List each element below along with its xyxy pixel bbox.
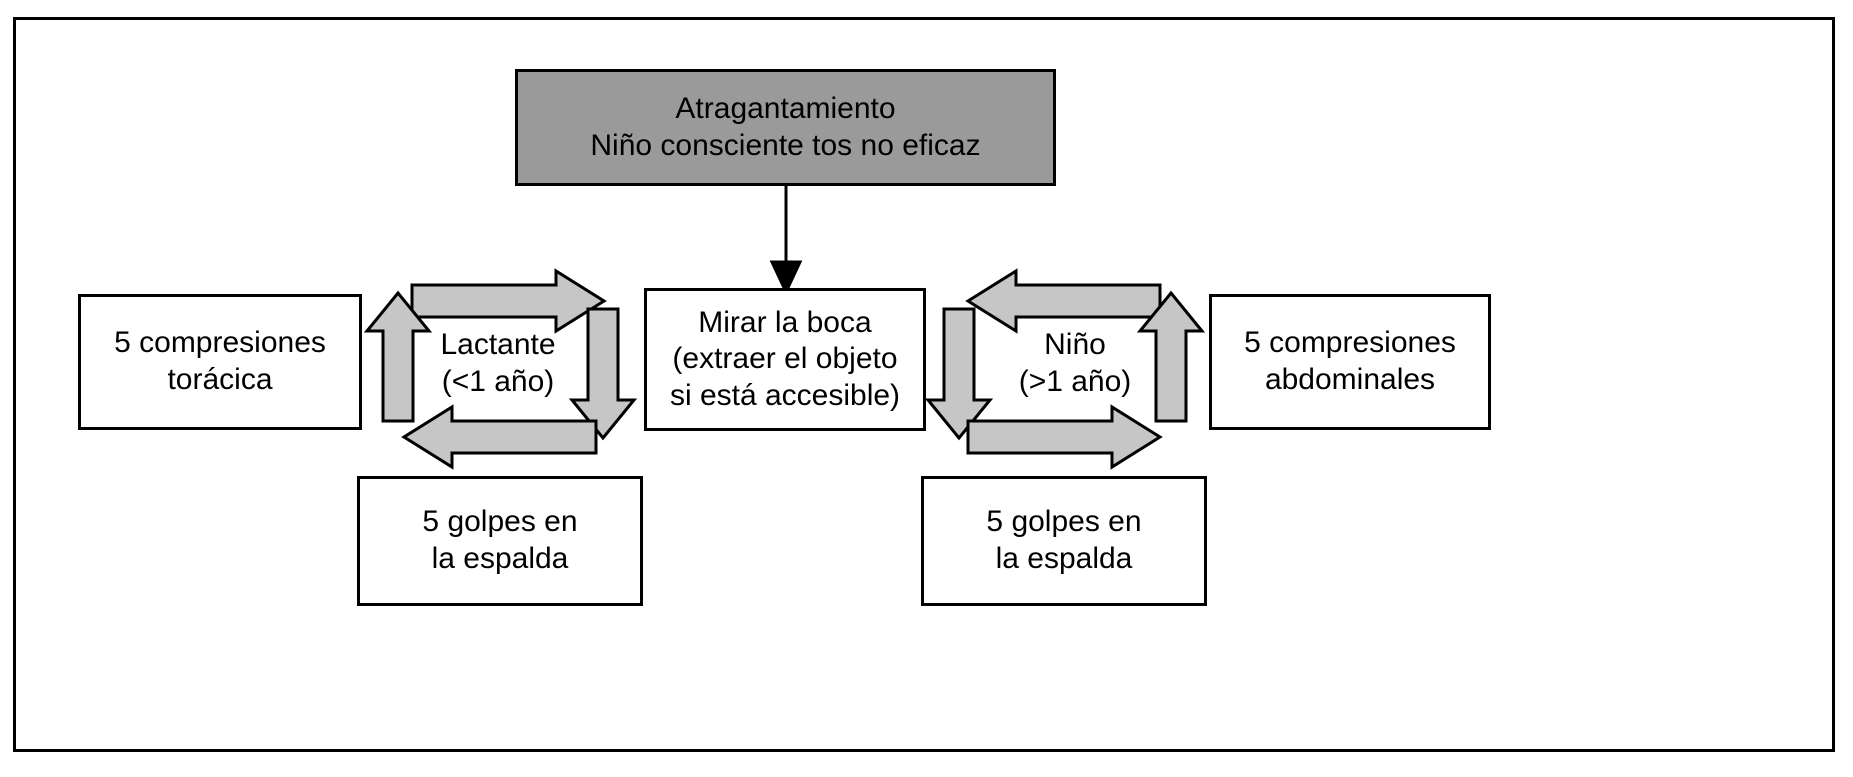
node-choking-conscious-child: Atragantamiento Niño consciente tos no e… [515,69,1056,186]
branch-label-child: Niño (>1 año) [1018,328,1132,398]
node-back-blows-child: 5 golpes en la espalda [921,476,1207,606]
branch-label-infant: Lactante (<1 año) [440,328,556,398]
node-back-blows-infant: 5 golpes en la espalda [357,476,643,606]
node-abdominal-compressions: 5 compresiones abdominales [1209,294,1491,430]
node-chest-compressions: 5 compresiones torácica [78,294,362,430]
node-look-in-mouth: Mirar la boca (extraer el objeto si está… [644,288,926,431]
